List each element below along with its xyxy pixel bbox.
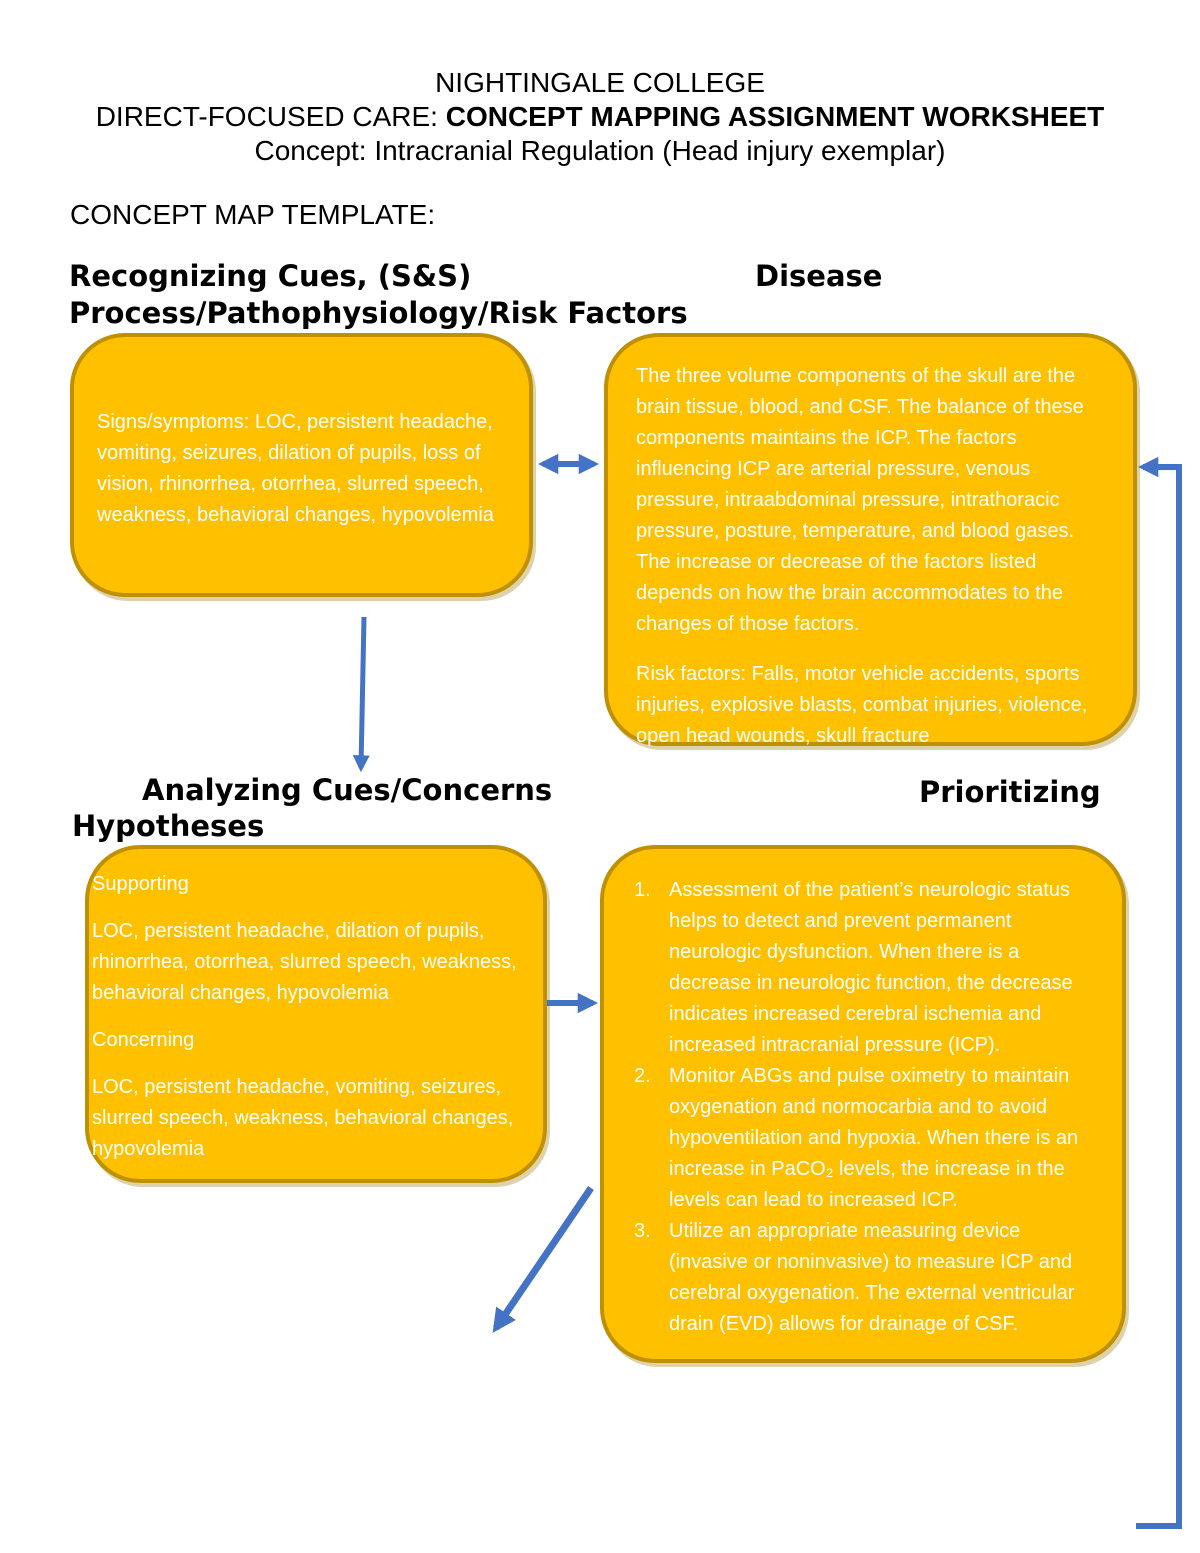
down-arrow-connector bbox=[352, 616, 370, 773]
analyzing-cues-header-line2: Hypotheses bbox=[72, 809, 265, 843]
concerning-label: Concerning bbox=[92, 1029, 195, 1051]
concerning-cues-text: LOC, persistent headache, vomiting, seiz… bbox=[92, 1076, 514, 1160]
analyzing-cues-box: Supporting LOC, persistent headache, dil… bbox=[85, 845, 547, 1183]
document-title-block: NIGHTINGALE COLLEGE DIRECT-FOCUSED CARE:… bbox=[0, 66, 1200, 168]
item-number: 3. bbox=[634, 1220, 651, 1242]
concept-subtitle: Concept: Intracranial Regulation (Head i… bbox=[254, 135, 946, 166]
prioritizing-item-text: Utilize an appropriate measuring device … bbox=[669, 1220, 1075, 1335]
concept-map-template-label: CONCEPT MAP TEMPLATE: bbox=[70, 199, 436, 230]
item-number: 1. bbox=[634, 879, 651, 901]
disease-box: The three volume components of the skull… bbox=[604, 333, 1137, 747]
recognizing-cues-header-line1: Recognizing Cues, (S&S) bbox=[69, 259, 472, 293]
signs-symptoms-box: Signs/symptoms: LOC, persistent headache… bbox=[70, 333, 533, 597]
signs-symptoms-text: Signs/symptoms: LOC, persistent headache… bbox=[97, 411, 494, 526]
prioritizing-item: 1. Assessment of the patient’s neurologi… bbox=[634, 875, 1098, 1061]
disease-description-text: The three volume components of the skull… bbox=[636, 365, 1084, 635]
prioritizing-box: 1. Assessment of the patient’s neurologi… bbox=[600, 845, 1126, 1363]
prioritizing-header: Prioritizing bbox=[919, 775, 1101, 809]
college-name: NIGHTINGALE COLLEGE bbox=[435, 67, 765, 98]
item-number: 2. bbox=[634, 1065, 651, 1087]
worksheet-title-bold: CONCEPT MAPPING ASSIGNMENT WORKSHEET bbox=[445, 101, 1105, 132]
prioritizing-item: 2. Monitor ABGs and pulse oximetry to ma… bbox=[634, 1061, 1098, 1216]
worksheet-title: DIRECT-FOCUSED CARE: CONCEPT MAPPING ASS… bbox=[0, 100, 1200, 134]
diagonal-arrow-connector bbox=[492, 1186, 594, 1333]
worksheet-title-prefix: DIRECT-FOCUSED CARE: bbox=[95, 101, 446, 132]
recognizing-cues-header-line2: Process/Pathophysiology/Risk Factors bbox=[69, 296, 688, 330]
disease-header: Disease bbox=[755, 259, 883, 293]
prioritizing-item-text: Assessment of the patient’s neurologic s… bbox=[669, 879, 1073, 1056]
prioritizing-item-text: Monitor ABGs and pulse oximetry to maint… bbox=[669, 1065, 1079, 1211]
prioritizing-list: 1. Assessment of the patient’s neurologi… bbox=[634, 875, 1098, 1340]
supporting-label: Supporting bbox=[92, 873, 189, 895]
prioritizing-item: 3. Utilize an appropriate measuring devi… bbox=[634, 1216, 1098, 1340]
supporting-cues-text: LOC, persistent headache, dilation of pu… bbox=[92, 920, 517, 1004]
elbow-arrow-connector bbox=[1136, 456, 1182, 1529]
analyzing-cues-header-line1: Analyzing Cues/Concerns bbox=[142, 773, 553, 807]
risk-factors-text: Risk factors: Falls, motor vehicle accid… bbox=[636, 663, 1088, 747]
